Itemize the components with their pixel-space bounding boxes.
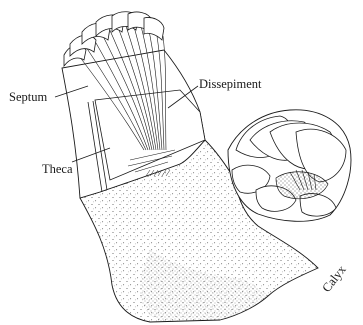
label-dissepiment: Dissepiment xyxy=(199,77,262,91)
label-septum: Septum xyxy=(9,90,47,104)
label-calyx: Calyx xyxy=(319,262,349,295)
label-theca: Theca xyxy=(42,162,73,176)
right-corallite xyxy=(228,110,351,222)
